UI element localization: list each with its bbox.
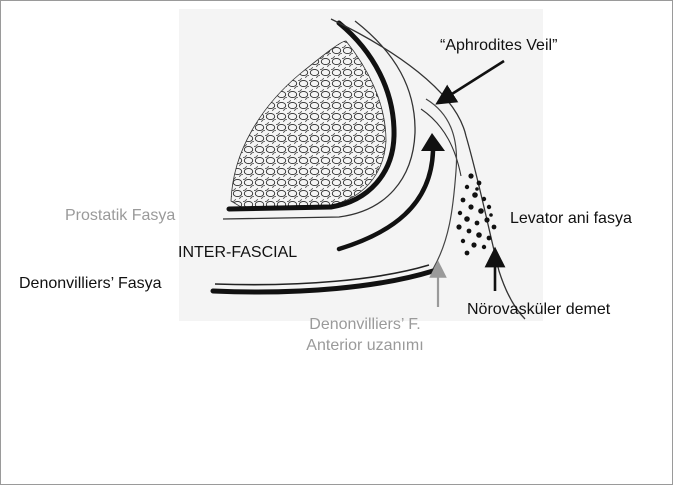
label-denonvilliers-anterior-line1: Denonvilliers’ F. bbox=[290, 315, 440, 334]
label-norovaskuler-demet: Nörovasküler demet bbox=[467, 300, 610, 319]
label-aphrodites-veil: “Aphrodites Veil” bbox=[440, 36, 557, 55]
prostate-tissue bbox=[231, 41, 386, 207]
label-prostatik-fasya: Prostatik Fasya bbox=[65, 206, 175, 225]
aphrodites-veil-arrow bbox=[444, 61, 504, 99]
inter-fascial-arrowhead bbox=[421, 133, 445, 151]
label-levator-ani-fasya: Levator ani fasya bbox=[510, 209, 632, 228]
label-denonvilliers-anterior-line2: Anterior uzanımı bbox=[290, 336, 440, 355]
label-inter-fascial: INTER-FASCIAL bbox=[178, 243, 297, 262]
label-denonvilliers-anterior: Denonvilliers’ F. Anterior uzanımı bbox=[290, 315, 440, 355]
label-denonvilliers-fasya: Denonvilliers’ Fasya bbox=[19, 274, 162, 293]
neurovascular-bundle bbox=[456, 173, 496, 255]
denonvilliers-anterior-line bbox=[426, 99, 457, 269]
